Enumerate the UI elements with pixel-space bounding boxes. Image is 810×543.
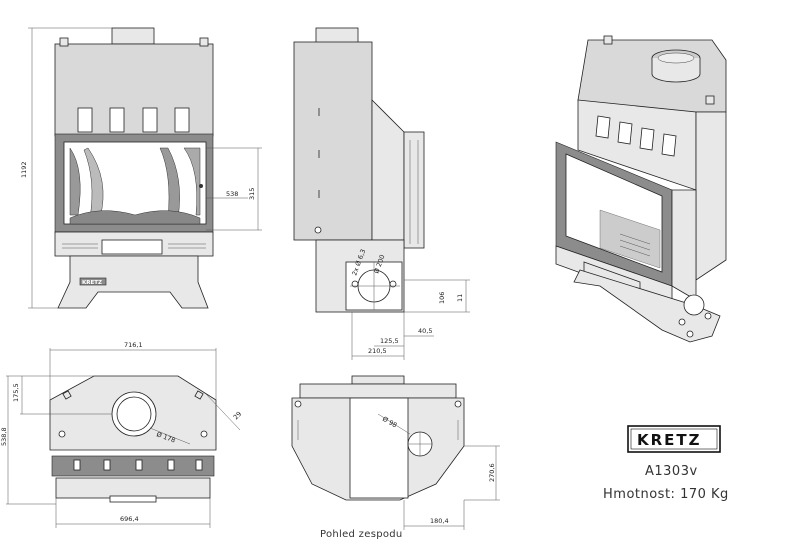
front-brand-plate: KRETZ (82, 280, 102, 286)
bottom-top-bar (299, 383, 457, 399)
door-handle (199, 184, 203, 188)
front-vent-1 (77, 107, 93, 133)
top-corner-dim: 29 (232, 410, 244, 422)
bottom-depth-dim: 270,6 (488, 463, 496, 482)
front-stand (57, 255, 209, 309)
iso-top-plate (577, 39, 727, 113)
front-glass-width-dim: 538 (226, 190, 238, 198)
side-dim-11: 11 (456, 294, 464, 302)
top-base-width-dim: 696,4 (120, 515, 139, 523)
brand-weight: Hmotnost: 170 Kg (603, 487, 729, 502)
side-body (293, 41, 373, 241)
top-depth-dim: 538,8 (0, 427, 8, 446)
brand-model: A1303v (645, 464, 698, 479)
brand-logo-frame (627, 425, 721, 453)
bottom-channel (349, 397, 409, 499)
side-bolt (314, 226, 322, 234)
flame-4 (183, 147, 201, 216)
front-glass (63, 141, 207, 225)
front-vent-3 (142, 107, 158, 133)
front-view: KRETZ 1192 538 315 (20, 27, 262, 309)
side-view: 2x Ø 6,3 Ø 200 106 11 40,5 125,5 210,5 (293, 27, 470, 360)
front-glass-height-dim: 315 (248, 188, 256, 200)
side-door-profile (371, 99, 405, 241)
front-brand-plate-bg (79, 277, 107, 286)
iso-side (695, 111, 727, 281)
front-left-tab (59, 37, 69, 47)
bottom-view-caption: Pohled zespodu (320, 529, 403, 540)
front-right-tab (199, 37, 209, 47)
front-vent-4 (174, 107, 190, 133)
side-dim-210-5: 210,5 (368, 347, 387, 355)
front-vent-2 (109, 107, 125, 133)
front-ash-door (101, 239, 163, 255)
bottom-offset-dim: 180,4 (430, 517, 449, 525)
front-height-dim: 1192 (20, 161, 28, 178)
top-width-dim: 716,1 (124, 341, 143, 349)
brand-logo: KRETZ (637, 431, 702, 449)
top-base (55, 477, 211, 499)
side-dim-40-5: 40,5 (418, 327, 432, 335)
isometric-view (555, 35, 727, 343)
side-dim-125-5: 125,5 (380, 337, 399, 345)
iso-flue (651, 58, 701, 83)
top-depth2-dim: 175,5 (12, 383, 20, 402)
logs (69, 210, 201, 225)
top-view: 716,1 538,8 175,5 Ø 178 29 696,4 (0, 341, 243, 528)
top-flue (111, 391, 157, 437)
bottom-view: Ø 98 270,6 180,4 Pohled zespodu (291, 375, 500, 540)
side-front-frame (403, 131, 425, 249)
side-dim-106: 106 (438, 292, 446, 304)
front-flue-collar (111, 27, 155, 45)
brand-block: KRETZ A1303v Hmotnost: 170 Kg (603, 425, 729, 502)
